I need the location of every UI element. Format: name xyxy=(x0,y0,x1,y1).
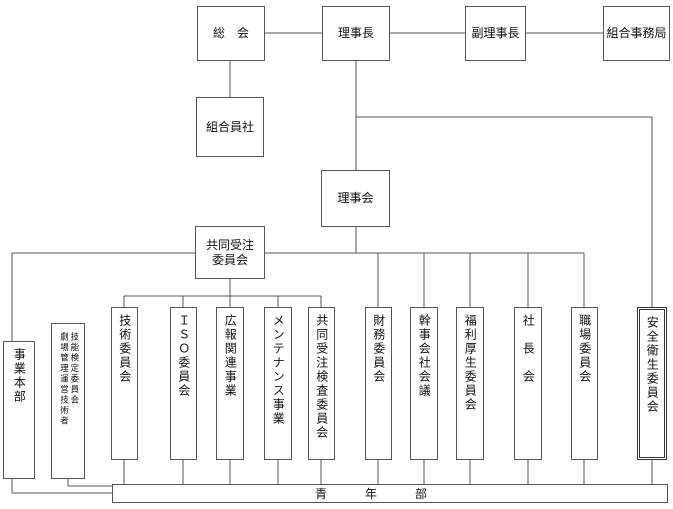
kumiaiinsha-box: 組合員社 xyxy=(196,97,264,157)
kyodo-juchu-line2: 委員会 xyxy=(211,252,248,267)
rijikai-label: 理事会 xyxy=(337,191,374,205)
zaimu-iinkai-label: 財務委員会 xyxy=(371,314,386,384)
rijikai-box: 理事会 xyxy=(321,170,390,227)
koho-kanren-jigyo-label: 広報関連事業 xyxy=(223,314,238,398)
gekijo-col1-label: 劇場管理運営技術者 xyxy=(58,332,69,427)
gijutsu-iinkai-box: 技術委員会 xyxy=(111,307,138,460)
kyodo-juchu-iinkai-box: 共同受注 委員会 xyxy=(195,226,265,279)
kanji-kaisha-kaigi-label: 幹事会社会議 xyxy=(417,314,432,398)
anzen-eisei-iinkai-box: 安全衛生委員会 xyxy=(637,307,667,460)
seinenbu-label: 青年部 xyxy=(314,487,465,501)
shachokai-box: 社 長 会 xyxy=(514,307,542,460)
rijicho-box: 理事長 xyxy=(322,6,390,61)
maintenance-jigyo-label: メンテナンス事業 xyxy=(271,314,286,426)
iso-iinkai-box: ＩＳＯ委員会 xyxy=(170,307,197,460)
maintenance-jigyo-box: メンテナンス事業 xyxy=(264,307,292,460)
kyodo-juchu-line1: 共同受注 xyxy=(205,237,254,252)
fukuri-kosei-iinkai-label: 福利厚生委員会 xyxy=(463,314,478,412)
gijutsu-iinkai-label: 技術委員会 xyxy=(117,314,132,384)
shokuba-iinkai-box: 職場委員会 xyxy=(571,307,598,460)
kyodo-juchu-kensa-iinkai-box: 共同受注検査委員会 xyxy=(308,307,335,460)
soukai-label: 総 会 xyxy=(212,26,249,40)
kumiaiinsha-label: 組合員社 xyxy=(205,119,254,134)
kumiai-jimukyoku-label: 組合事務局 xyxy=(606,26,667,40)
rijicho-label: 理事長 xyxy=(337,26,374,40)
soukai-box: 総 会 xyxy=(197,6,265,61)
kumiai-jimukyoku-box: 組合事務局 xyxy=(603,6,670,61)
iso-iinkai-label: ＩＳＯ委員会 xyxy=(176,314,191,398)
fukurijicho-box: 副理事長 xyxy=(465,6,526,61)
zaimu-iinkai-box: 財務委員会 xyxy=(365,307,392,460)
shokuba-iinkai-label: 職場委員会 xyxy=(577,314,592,384)
jigyo-honbu-label: 事業本部 xyxy=(12,348,27,404)
fukurijicho-label: 副理事長 xyxy=(471,26,520,40)
seinenbu-box: 青年部 xyxy=(112,484,668,503)
shachokai-label: 社 長 会 xyxy=(521,314,536,384)
gekijo-col2-label: 技能検定委員会 xyxy=(68,332,79,406)
fukuri-kosei-iinkai-box: 福利厚生委員会 xyxy=(456,307,484,460)
anzen-eisei-iinkai-label: 安全衛生委員会 xyxy=(645,316,660,414)
kyodo-juchu-kensa-iinkai-label: 共同受注検査委員会 xyxy=(314,314,329,440)
jigyo-honbu-box: 事業本部 xyxy=(3,341,35,479)
kanji-kaisha-kaigi-box: 幹事会社会議 xyxy=(410,307,438,460)
gekijo-gino-kentei-box: 劇場管理運営技術者 技能検定委員会 xyxy=(51,323,85,479)
koho-kanren-jigyo-box: 広報関連事業 xyxy=(216,307,244,460)
